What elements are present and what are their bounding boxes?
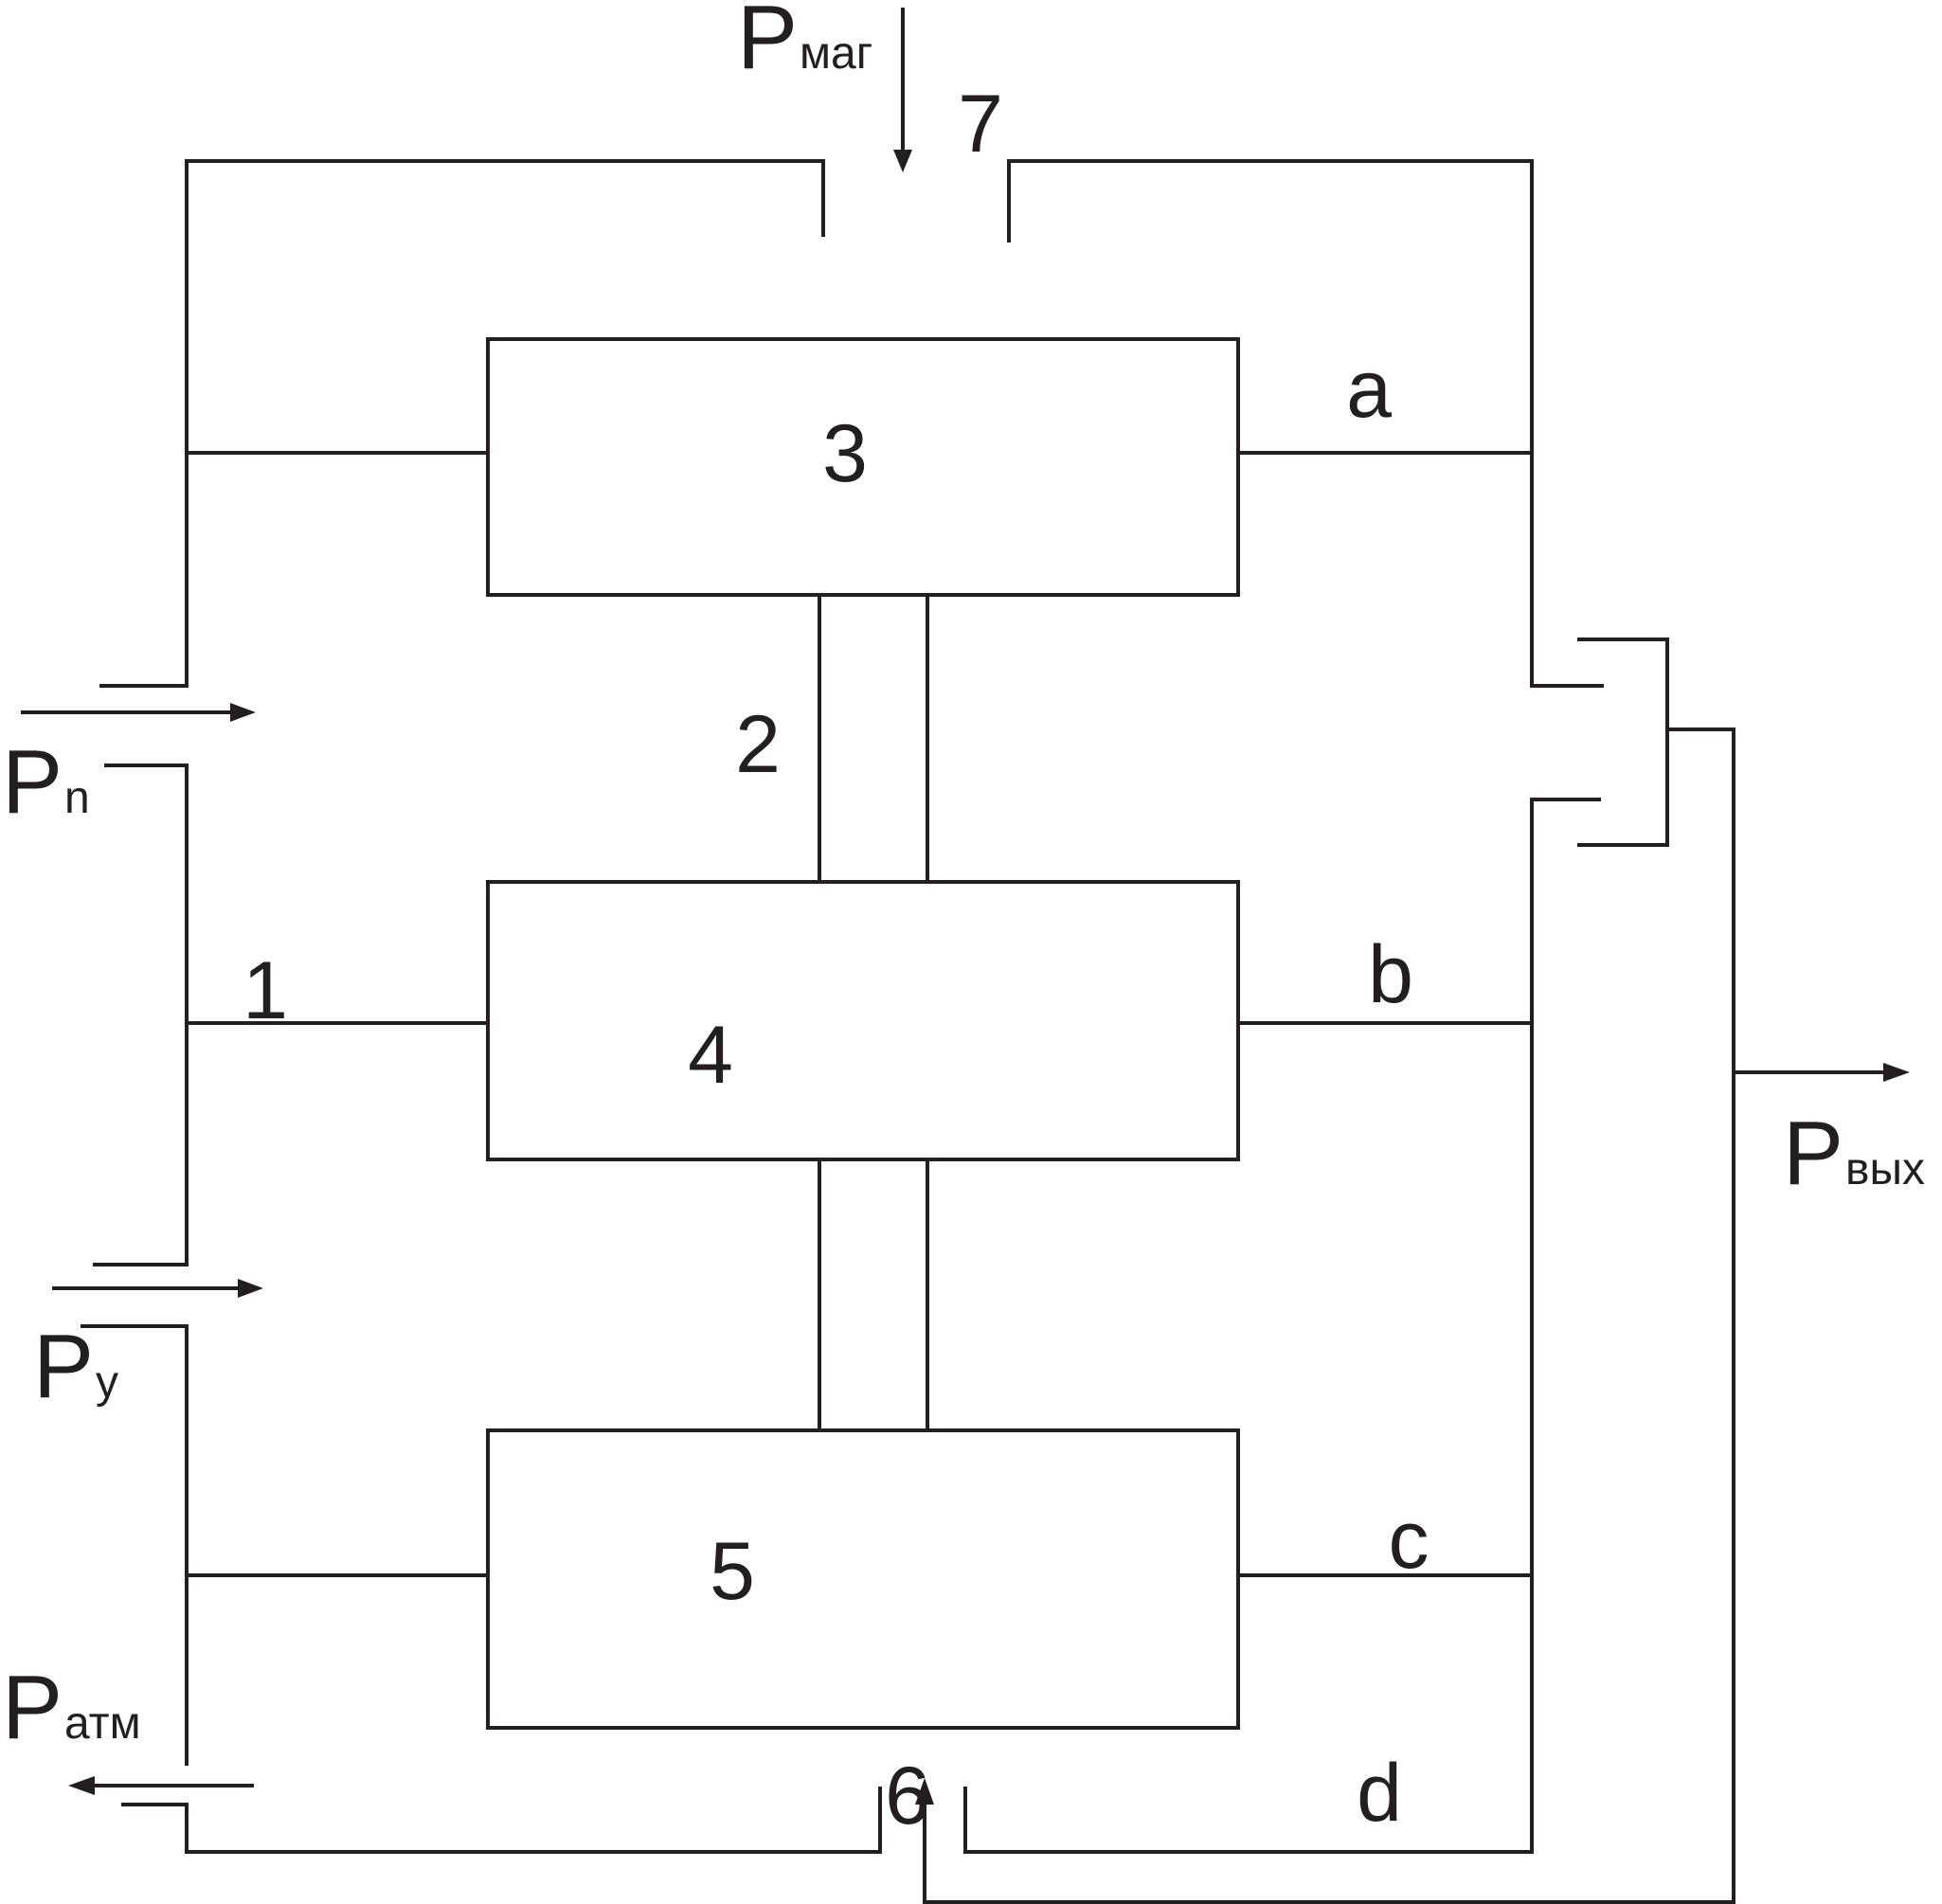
feedback-arrow [915,1778,934,1805]
connector-4-5 [818,1159,929,1430]
block-3 [486,337,1240,597]
node-c: c [1389,1495,1430,1586]
p-y-label: Py [33,1316,118,1417]
p-n-arrow [21,703,256,722]
p-mag-label: Pмаг [737,0,872,88]
node-a: a [1346,344,1392,435]
top-right-line [1007,159,1604,688]
p-y-arrow [52,1279,263,1298]
p-mag-arrow [893,8,912,172]
output-bracket [923,638,1885,1904]
supply-line [93,763,488,1266]
atm-exhaust-line [121,1787,882,1854]
right-collector-line [963,798,1601,1854]
block-5-label: 5 [710,1526,755,1617]
block-4 [486,880,1240,1161]
block-3-label: 3 [822,408,868,499]
p-out-label: Pвых [1783,1103,1925,1204]
block-4-label: 4 [688,1010,733,1101]
p-atm-arrow [68,1776,254,1795]
label-6: 6 [885,1751,930,1841]
top-left-line [99,159,825,688]
p-atm-label: Pатм [2,1657,141,1758]
label-2: 2 [735,699,781,790]
connector-2 [818,597,929,882]
control-line [81,1324,488,1766]
label-1: 1 [243,945,288,1036]
node-b: b [1368,929,1413,1020]
p-out-arrow [1883,1063,1910,1082]
p-n-label: Pn [2,731,90,833]
label-7: 7 [958,79,1003,170]
node-d: d [1357,1748,1402,1839]
block-5 [486,1428,1240,1730]
